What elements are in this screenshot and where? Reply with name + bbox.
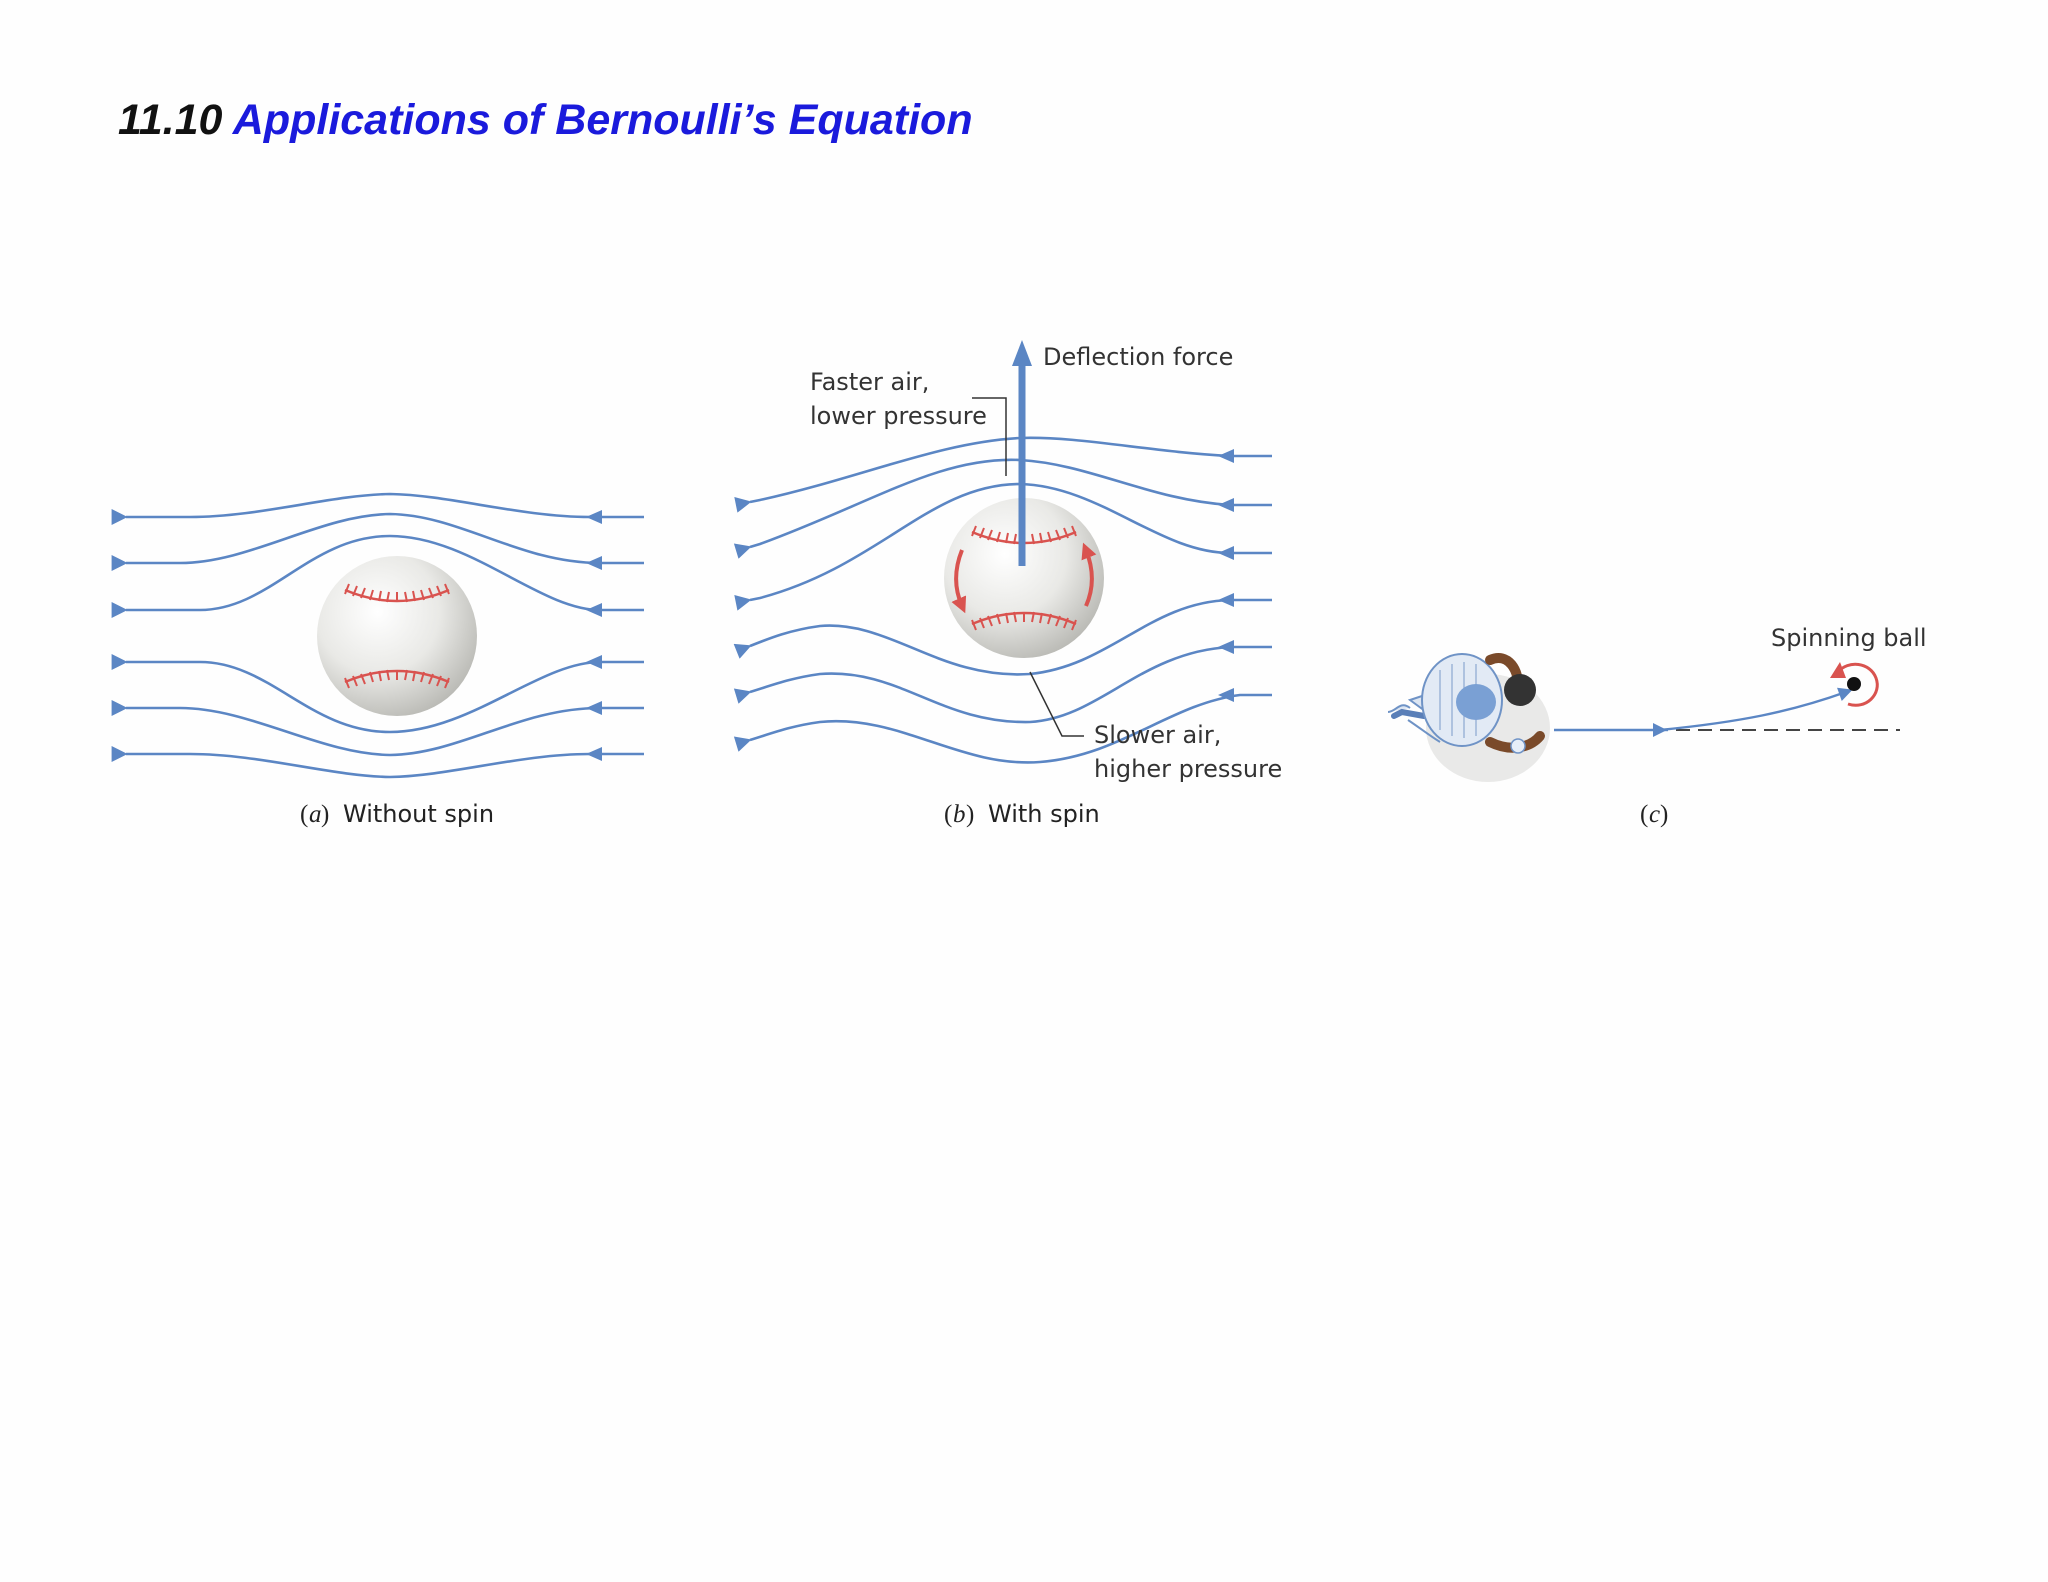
streamline-a-2 xyxy=(111,512,644,571)
streamlines-a xyxy=(111,492,644,779)
streamline-a-1 xyxy=(111,492,644,525)
svg-text:(: ( xyxy=(1640,801,1648,828)
streamline-b-6 xyxy=(733,693,1272,764)
deflection-force-label: Deflection force xyxy=(1043,343,1233,371)
streamline-a-6 xyxy=(111,746,644,779)
leader-line-bottom xyxy=(1029,671,1084,737)
panel-b-with-spin: Deflection force Faster air, lower press… xyxy=(733,340,1282,828)
slower-air-label-line2: higher pressure xyxy=(1094,755,1282,783)
svg-text:): ) xyxy=(966,801,974,828)
svg-text:): ) xyxy=(321,801,329,828)
spin-arrow-right xyxy=(1081,542,1097,607)
section-title: Applications of Bernoulli’s Equation xyxy=(232,96,973,144)
deflection-force-arrow xyxy=(1012,340,1032,566)
baseball-b xyxy=(944,498,1104,658)
baseball-a xyxy=(317,556,477,716)
streamline-b-5 xyxy=(733,645,1272,724)
panel-b-caption: With spin xyxy=(988,800,1100,828)
spinning-ball-label: Spinning ball xyxy=(1771,624,1927,652)
incoming-arrowheads-a xyxy=(586,510,602,761)
svg-text:): ) xyxy=(1660,801,1668,828)
incoming-arrowheads-b xyxy=(1218,449,1234,702)
streamline-b-1 xyxy=(734,436,1272,513)
panel-a-without-spin: ( a ) Without spin xyxy=(111,492,644,828)
spin-direction-arrow xyxy=(1836,662,1879,707)
faster-air-label-line2: lower pressure xyxy=(810,402,987,430)
curved-trajectory xyxy=(1659,687,1853,732)
streamline-b-4 xyxy=(733,598,1272,676)
section-number: 11.10 xyxy=(118,96,223,144)
panel-c-pitch-trajectory: Spinning ball ( c ) xyxy=(1387,624,1927,828)
streamline-a-4 xyxy=(111,654,644,734)
streamline-a-3 xyxy=(111,534,644,618)
faster-air-label-line1: Faster air, xyxy=(810,368,929,396)
panel-c-letter: c xyxy=(1649,801,1660,828)
spinning-ball-dot xyxy=(1847,677,1861,691)
streamline-a-5 xyxy=(111,700,644,757)
spin-arrow-left xyxy=(951,549,967,614)
svg-text:(: ( xyxy=(944,801,952,828)
pitcher-figure xyxy=(1387,653,1550,782)
panel-a-letter: a xyxy=(309,801,322,828)
leader-line-top xyxy=(972,397,1007,476)
svg-text:(: ( xyxy=(300,801,308,828)
panel-a-caption: Without spin xyxy=(343,800,494,828)
slower-air-label-line1: Slower air, xyxy=(1094,721,1221,749)
page-title: 11.10 Applications of Bernoulli’s Equati… xyxy=(118,96,973,145)
panel-b-letter: b xyxy=(953,801,966,828)
